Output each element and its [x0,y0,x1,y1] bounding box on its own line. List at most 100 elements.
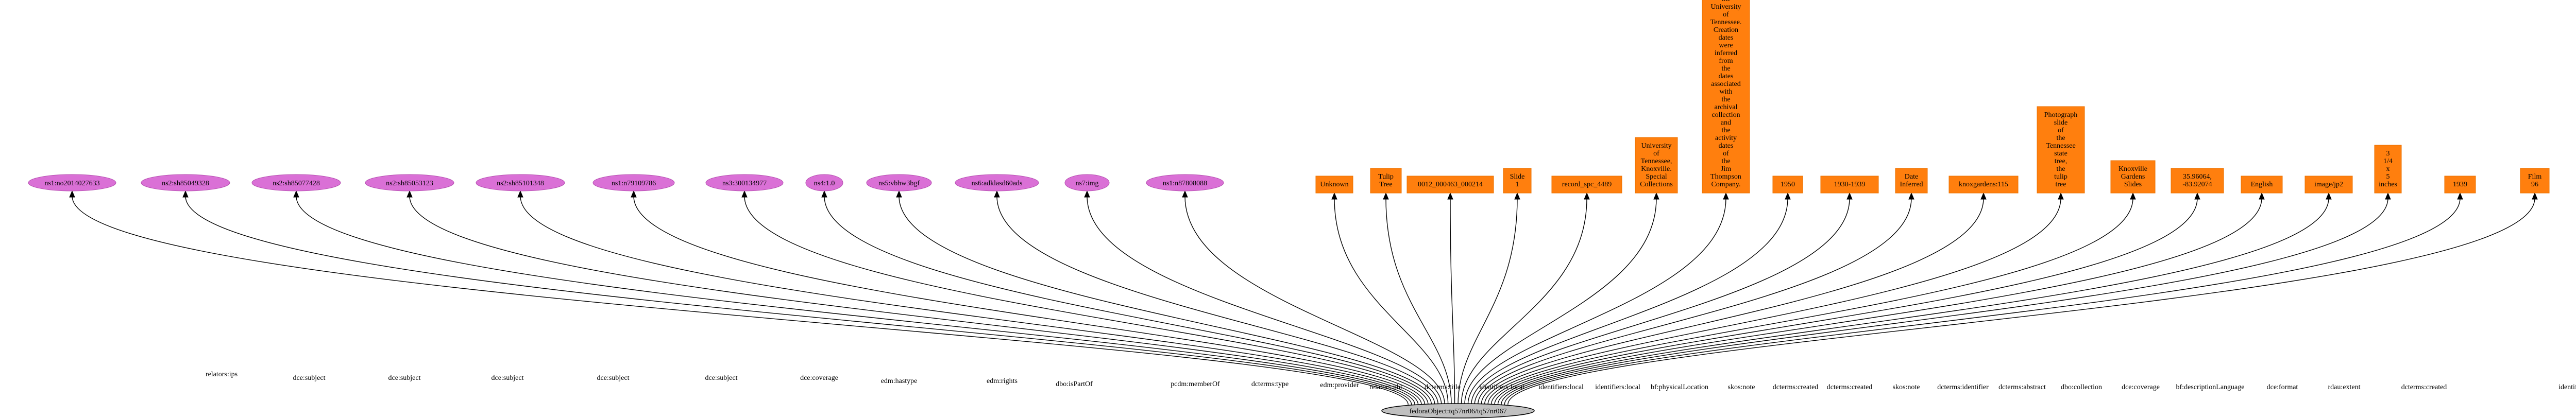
literal-node[interactable]: 1950 [1772,176,1803,194]
uri-node[interactable]: ns1:no2014027633 [28,174,116,191]
uri-node[interactable]: ns2:sh85049328 [141,174,230,191]
uri-node[interactable]: ns2:sh85077428 [251,174,341,191]
literal-line: of [1653,150,1659,158]
edge-line [1478,198,1912,405]
literal-node[interactable]: Mrs.AC.BrunerdonatedthiscollectiontotheU… [1702,0,1750,194]
edge-label: bf:descriptionLanguage [2176,383,2245,391]
uri-node-shape [592,174,675,191]
literal-node-shape [2110,160,2156,194]
literal-node[interactable]: 1939 [2444,176,2476,194]
literal-node[interactable]: image/jp2 [2304,176,2353,194]
edge-line [1474,198,1850,405]
literal-node-shape [1702,0,1750,194]
edge-line [1507,198,2535,405]
edge-arrowhead [631,190,637,198]
literal-node-shape [1635,137,1678,194]
edge-arrowhead [1980,192,1987,200]
uri-node-shape [476,174,565,191]
edge-line [1501,198,2388,405]
uri-node[interactable]: ns3:300134977 [705,174,784,191]
literal-node-label: record_spc_4489 [1562,181,1612,188]
edge-line [1490,198,2198,405]
edge-label: skos:note [1893,383,1920,391]
literal-node-shape [1315,176,1353,194]
edge-label: identifiers:local [1479,383,1524,391]
uri-node-label: ns1:n79109786 [612,180,656,187]
uri-node-label: ns2:sh85077428 [273,180,320,187]
uri-node[interactable]: ns1:n87808088 [1146,174,1224,191]
literal-line: of [1723,150,1729,158]
literal-line: Gardens [2121,173,2145,181]
uri-node[interactable]: ns1:n79109786 [592,174,675,191]
uri-node[interactable]: ns2:sh85101348 [476,174,565,191]
edge-label: dcterms:title [1425,383,1461,391]
edge-arrowhead [2058,192,2064,200]
literal-line: Tulip [1378,173,1394,181]
uri-node-label: ns2:sh85053123 [386,180,433,187]
uri-node-label: ns1:n87808088 [1163,180,1207,187]
uri-node[interactable]: ns7:img [1064,174,1110,191]
literal-line: Company. [1711,181,1740,188]
literal-node-label: knoxgardens:115 [1959,181,2008,188]
literal-line: 1 [1516,181,1519,188]
literal-line: Thompson [1710,173,1741,181]
literal-node[interactable]: record_spc_4489 [1551,176,1622,194]
edge-label: dce:coverage [2122,383,2160,391]
literal-line: the [1721,96,1730,103]
edge-arrowhead [182,190,189,198]
literal-line: of [2058,127,2064,134]
literal-line: Slides [2124,181,2142,188]
literal-node[interactable]: English [2241,176,2283,194]
uri-node[interactable]: ns6:adklasd60ads [955,174,1039,191]
edge-arrowhead [741,190,748,198]
uri-node[interactable]: ns5:vbhw3bgf [866,174,932,191]
uri-node-shape [365,174,454,191]
literal-node[interactable]: 1930-1939 [1820,176,1879,194]
literal-line: Slide [1510,173,1525,181]
literal-line: knoxgardens:115 [1959,181,2008,188]
uri-node-label: ns1:no2014027633 [44,180,99,187]
literal-line: Knoxville [2119,165,2147,173]
edge-label: dce:subject [388,374,421,382]
literal-node[interactable]: 35.96064,-83.92074 [2171,168,2224,194]
edge-line [824,196,1432,405]
literal-node[interactable]: Unknown [1315,176,1353,194]
literal-node[interactable]: 0012_000463_000214 [1406,176,1494,194]
literal-node-label: image/jp2 [2314,181,2343,188]
literal-line: Tree [1379,181,1392,188]
edge-line [296,196,1415,405]
edge-label: dbo:isPartOf [1056,380,1093,388]
uri-node[interactable]: ns2:sh85053123 [365,174,454,191]
literal-line: with [1720,88,1733,96]
center-node-label: fedoraObject:tq57nr06/tq57nr067 [1410,408,1507,415]
uri-node-shape [955,174,1039,191]
uri-node-shape [1146,174,1224,191]
center-node[interactable]: fedoraObject:tq57nr06/tq57nr067 [1381,403,1535,418]
edge-line [1458,198,1518,405]
literal-node-shape [1503,168,1532,194]
edge-arrowhead [994,190,1000,198]
literal-node-shape [1895,168,1928,194]
uri-node[interactable]: ns4:1.0 [805,174,843,191]
literal-line: collection [1711,111,1740,119]
edge-arrowhead [2326,192,2332,200]
edge-arrowhead [1182,190,1188,198]
edge-label: dce:coverage [800,374,838,382]
literal-line: Collections [1640,181,1673,188]
edge-arrowhead [406,190,413,198]
literal-node-shape [2444,176,2476,194]
literal-line: dates [1719,142,1734,150]
literal-node-shape [1772,176,1803,194]
literal-node[interactable]: knoxgardens:115 [1948,176,2019,194]
